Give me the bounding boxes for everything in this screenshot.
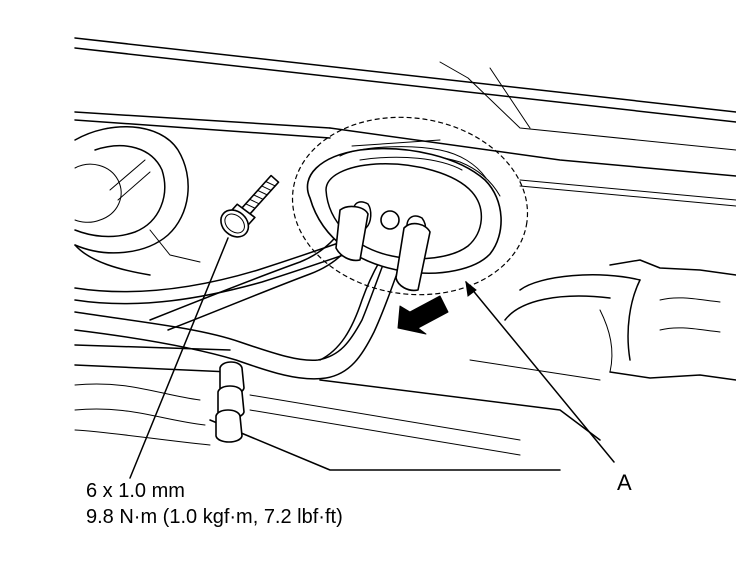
- callout-a: A: [617, 470, 632, 495]
- arrow-icon: [397, 295, 449, 335]
- body-panel: [74, 37, 736, 207]
- torque-spec-label: 9.8 N·m (1.0 kgf·m, 7.2 lbf·ft): [86, 506, 343, 528]
- leader-lines: [129, 237, 615, 479]
- bolt-icon: [220, 174, 280, 238]
- left-component: [74, 125, 201, 263]
- grommet: [291, 116, 529, 296]
- bolt-size-label: 6 x 1.0 mm: [86, 480, 185, 502]
- right-bracket: [504, 259, 736, 381]
- lower-housing: [74, 244, 601, 471]
